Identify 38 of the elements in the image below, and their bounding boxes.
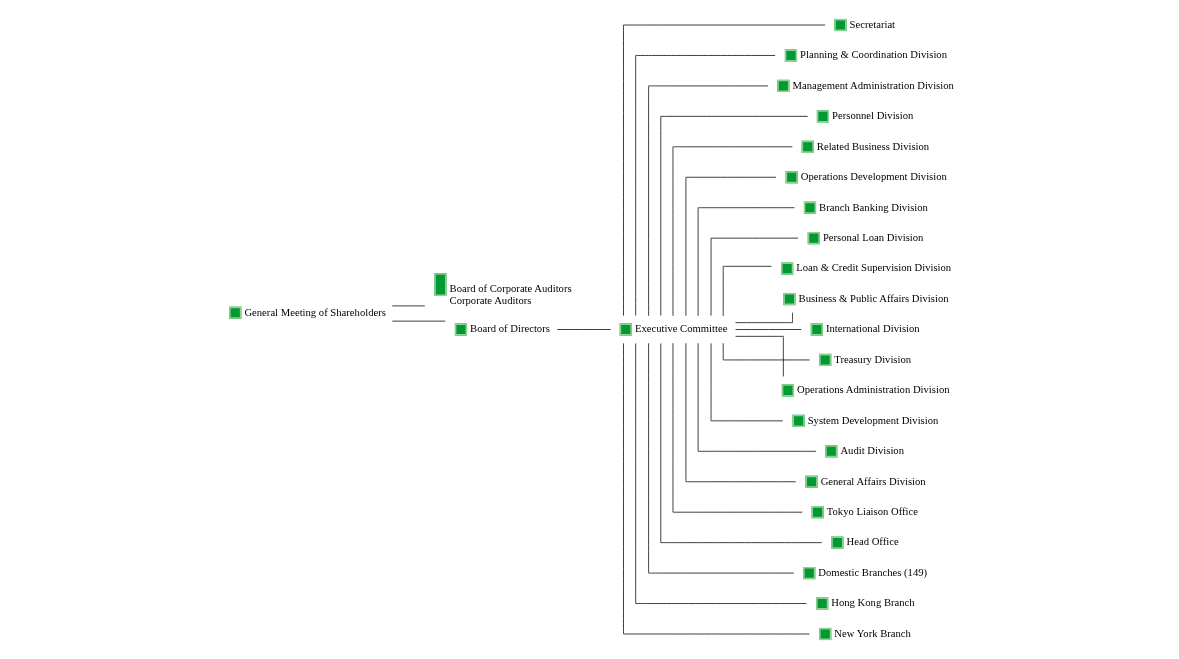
node-label: Business & Public Affairs Division [798, 292, 949, 304]
node-label: General Meeting of Shareholders [243, 306, 386, 318]
node-label: Corporate Auditors [449, 294, 531, 306]
node-label: Related Business Division [816, 140, 929, 152]
node-label: Head Office [846, 536, 899, 548]
node-label: Hong Kong Branch [830, 597, 915, 609]
node-label: Tokyo Liaison Office [826, 506, 918, 518]
connector [734, 335, 784, 377]
node-label: Board of Directors [469, 323, 550, 335]
node-label: Personal Loan Division [822, 231, 923, 243]
node-label: Executive Committee [634, 323, 727, 335]
connector [634, 55, 775, 316]
node-label: Operations Development Division [800, 171, 947, 183]
connector [556, 329, 611, 330]
connector [722, 342, 810, 361]
node-label: Personnel Division [831, 110, 913, 122]
node-label: System Development Division [807, 414, 938, 426]
node-label: New York Branch [833, 627, 911, 639]
connector [734, 329, 802, 330]
node-label: Board of Corporate Auditors [449, 283, 572, 295]
node-label: Domestic Branches (149) [817, 566, 927, 578]
node-label: Secretariat [849, 18, 895, 30]
node-label: General Affairs Division [820, 475, 926, 487]
node-label: Loan & Credit Supervision Division [795, 262, 951, 274]
connector [622, 24, 825, 316]
node-label: International Division [825, 323, 920, 335]
node-label: Audit Division [839, 445, 904, 457]
connector [647, 85, 768, 317]
connector [659, 343, 822, 543]
connector [634, 343, 807, 604]
node-label: Branch Banking Division [818, 201, 928, 213]
node-label: Management Administration Division [791, 79, 954, 91]
connector [734, 312, 793, 324]
node-label: Treasury Division [833, 353, 911, 365]
node-label: Planning & Coordination Division [799, 49, 947, 61]
connector [647, 342, 794, 574]
node-label: Operations Administration Division [796, 384, 950, 396]
connector [622, 343, 810, 635]
